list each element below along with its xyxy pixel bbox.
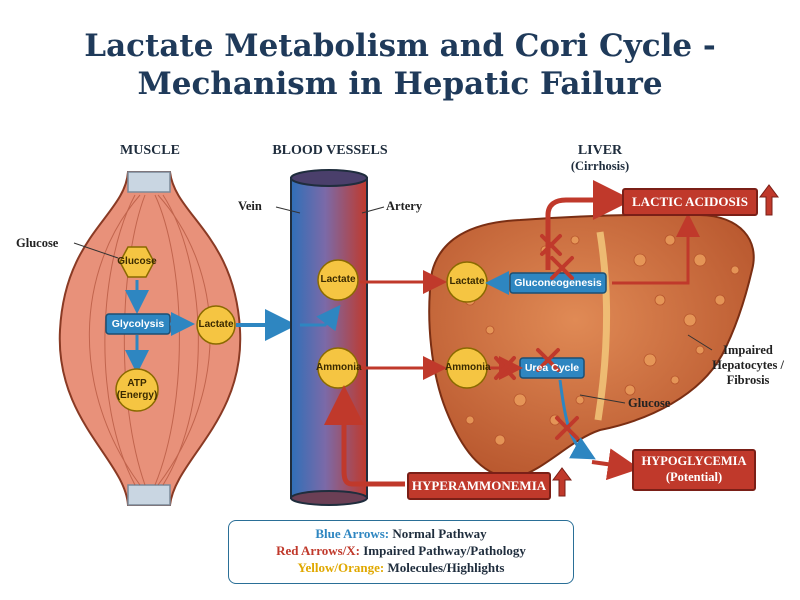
muscle-lactate-text: Lactate (198, 319, 234, 330)
hyperammonemia-box: HYPERAMMONEMIA (407, 472, 551, 500)
section-muscle: MUSCLE (120, 143, 180, 158)
liver-glucose-label: Glucose (628, 396, 671, 410)
x-mark-glucose (555, 416, 579, 440)
liver-lactate-text: Lactate (449, 276, 485, 287)
legend-blue-value: Normal Pathway (389, 526, 487, 541)
lactic-acidosis-box: LACTIC ACIDOSIS (622, 188, 758, 216)
impaired-label-line-1: Impaired (723, 343, 773, 357)
lactic-acidosis-up-arrow (759, 184, 779, 216)
legend-yellow-value: Molecules/Highlights (384, 560, 505, 575)
vessel-lactate-text: Lactate (320, 274, 356, 285)
legend-yellow-key: Yellow/Orange: (297, 560, 385, 575)
x-mark-ammonia (494, 356, 516, 380)
glucose-outer-label: Glucose (16, 236, 59, 250)
hyperammonemia-up-arrow (552, 467, 572, 497)
vessel-lactate-circle (317, 259, 359, 301)
x-mark-urea-cycle (536, 348, 560, 372)
liver-ammonia-text: Ammonia (445, 362, 491, 373)
atp-text-line-2: (Energy) (116, 390, 158, 401)
atp-text: ATP (Energy) (116, 378, 158, 402)
liver-ammonia-circle (446, 347, 488, 389)
glycolysis-text: Glycolysis (111, 318, 165, 330)
blood-vessel (290, 169, 368, 506)
legend-blue-row: Blue Arrows: Normal Pathway (229, 525, 573, 542)
atp-circle (115, 368, 159, 412)
arrow-vessel-lactate-up (300, 304, 341, 332)
arrow-liver-to-lactic-acidosis-up (612, 213, 700, 285)
gluconeogenesis-text: Gluconeogenesis (514, 277, 602, 289)
legend-red-row: Red Arrows/X: Impaired Pathway/Pathology (229, 542, 573, 559)
section-liver-sub: (Cirrhosis) (570, 159, 630, 173)
legend-yellow-row: Yellow/Orange: Molecules/Highlights (229, 559, 573, 576)
legend-box: Blue Arrows: Normal Pathway Red Arrows/X… (228, 520, 574, 584)
hypoglycemia-line-1: HYPOGLYCEMIA (641, 454, 747, 468)
arrow-gluconeogenesis-to-lactic-acidosis (545, 180, 633, 270)
artery-pointer-line (361, 206, 385, 214)
liver-glucose-pointer-line (579, 394, 626, 404)
section-blood-vessels: BLOOD VESSELS (272, 143, 388, 158)
arrow-hyperammonemia-return (324, 385, 405, 487)
muscle-glucose-hexagon (119, 246, 155, 278)
impaired-label-line-2: Hepatocytes / (712, 358, 784, 372)
artery-label: Artery (386, 199, 423, 213)
urea-cycle-text: Urea Cycle (524, 362, 580, 374)
x-mark-gluconeogenesis (550, 256, 574, 280)
x-mark-lactic (540, 234, 562, 256)
impaired-pointer-line (687, 334, 713, 351)
legend-blue-key: Blue Arrows: (315, 526, 390, 541)
section-liver: LIVER (577, 143, 623, 158)
hypoglycemia-box: HYPOGLYCEMIA (Potential) (632, 449, 756, 491)
page-title-line-2: Mechanism in Hepatic Failure (137, 66, 663, 102)
vein-label: Vein (238, 199, 262, 213)
legend-red-key: Red Arrows/X: (276, 543, 360, 558)
muscle-lactate-circle (196, 305, 236, 345)
glucose-pointer-line (73, 242, 119, 259)
legend-red-value: Impaired Pathway/Pathology (360, 543, 526, 558)
atp-text-line-1: ATP (127, 378, 147, 389)
arrow-to-hypoglycemia-red (591, 448, 640, 481)
vessel-ammonia-text: Ammonia (316, 362, 362, 373)
vein-pointer-line (275, 206, 301, 214)
impaired-hepatocytes-label: Impaired Hepatocytes / Fibrosis (700, 343, 796, 388)
muscle-glucose-text: Glucose (117, 256, 157, 267)
page-title-line-1: Lactate Metabolism and Cori Cycle - (84, 28, 716, 64)
hypoglycemia-line-2: (Potential) (665, 470, 723, 484)
impaired-label-line-3: Fibrosis (726, 373, 770, 387)
